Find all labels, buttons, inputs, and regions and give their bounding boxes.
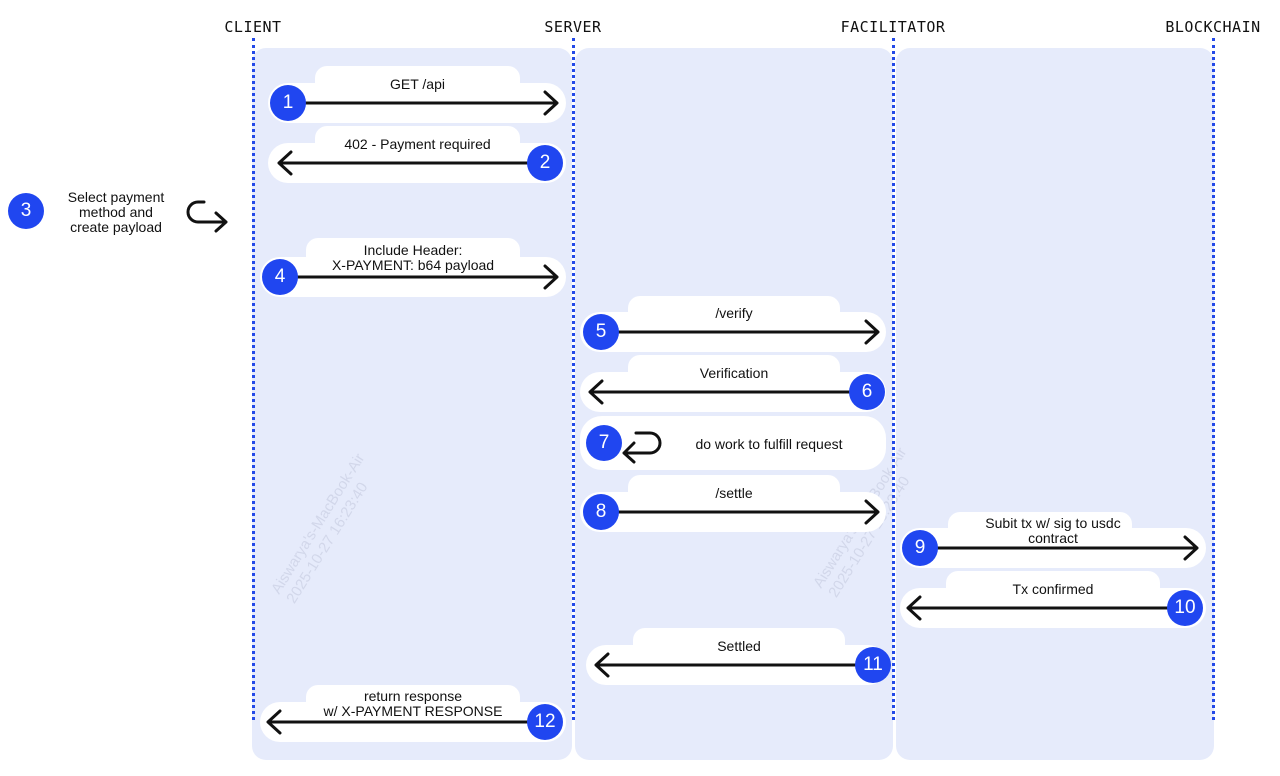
step-1-badge: 1 [270,85,306,121]
step-4-label-line-1: Include Header: [363,242,463,258]
step-12-label-line-2: w/ X-PAYMENT RESPONSE [323,703,503,719]
step-10-badge: 10 [1167,590,1203,626]
step-7-badge: 7 [586,425,622,461]
facilitator-lane [896,48,1214,760]
step-9-label: Subit tx w/ sig to usdc contract [948,516,1158,546]
step-6-badge: 6 [849,374,885,410]
step-2-label: 402 - Payment required [344,136,491,152]
lane-title-client: CLIENT [224,18,282,36]
step-12-label-line-1: return response [363,688,463,704]
lifeline-facilitator [892,38,895,720]
step-9-label-line-1: Subit tx w/ sig to usdc [985,515,1121,531]
step-9-badge: 9 [902,530,938,566]
step-5-badge: 5 [583,314,619,350]
lifeline-client [252,38,255,720]
step-9-label-line-2: contract [1028,530,1078,546]
step-12-badge: 12 [527,704,563,740]
lane-title-blockchain: BLOCKCHAIN [1165,18,1261,36]
step-3-badge: 3 [8,193,44,229]
step-3-label-line-3: create payload [70,219,162,235]
step-4-label-line-2: X-PAYMENT: b64 payload [331,257,495,273]
step-1-label: GET /api [390,76,445,92]
step-3-label-line-1: Select payment [67,189,165,205]
lane-title-facilitator: FACILITATOR [840,18,946,36]
step-11-label: Settled [717,638,761,654]
step-2-badge: 2 [527,145,563,181]
step-8-badge: 8 [583,494,619,530]
lifeline-blockchain [1212,38,1215,720]
step-4-badge: 4 [262,259,298,295]
step-3-label: Select payment method and create payload [50,190,182,235]
step-4-label: Include Header: X-PAYMENT: b64 payload [306,243,520,273]
step-10-label: Tx confirmed [1012,581,1094,597]
step-12-label: return response w/ X-PAYMENT RESPONSE [306,689,520,719]
lifeline-server [572,38,575,720]
step-3-label-line-2: method and [79,204,153,220]
step-7-label: do work to fulfill request [695,436,843,452]
step-8-label: /settle [715,485,753,501]
lane-title-server: SERVER [544,18,602,36]
step-5-label: /verify [715,305,753,321]
step-6-label: Verification [699,365,769,381]
step-11-badge: 11 [855,647,891,683]
